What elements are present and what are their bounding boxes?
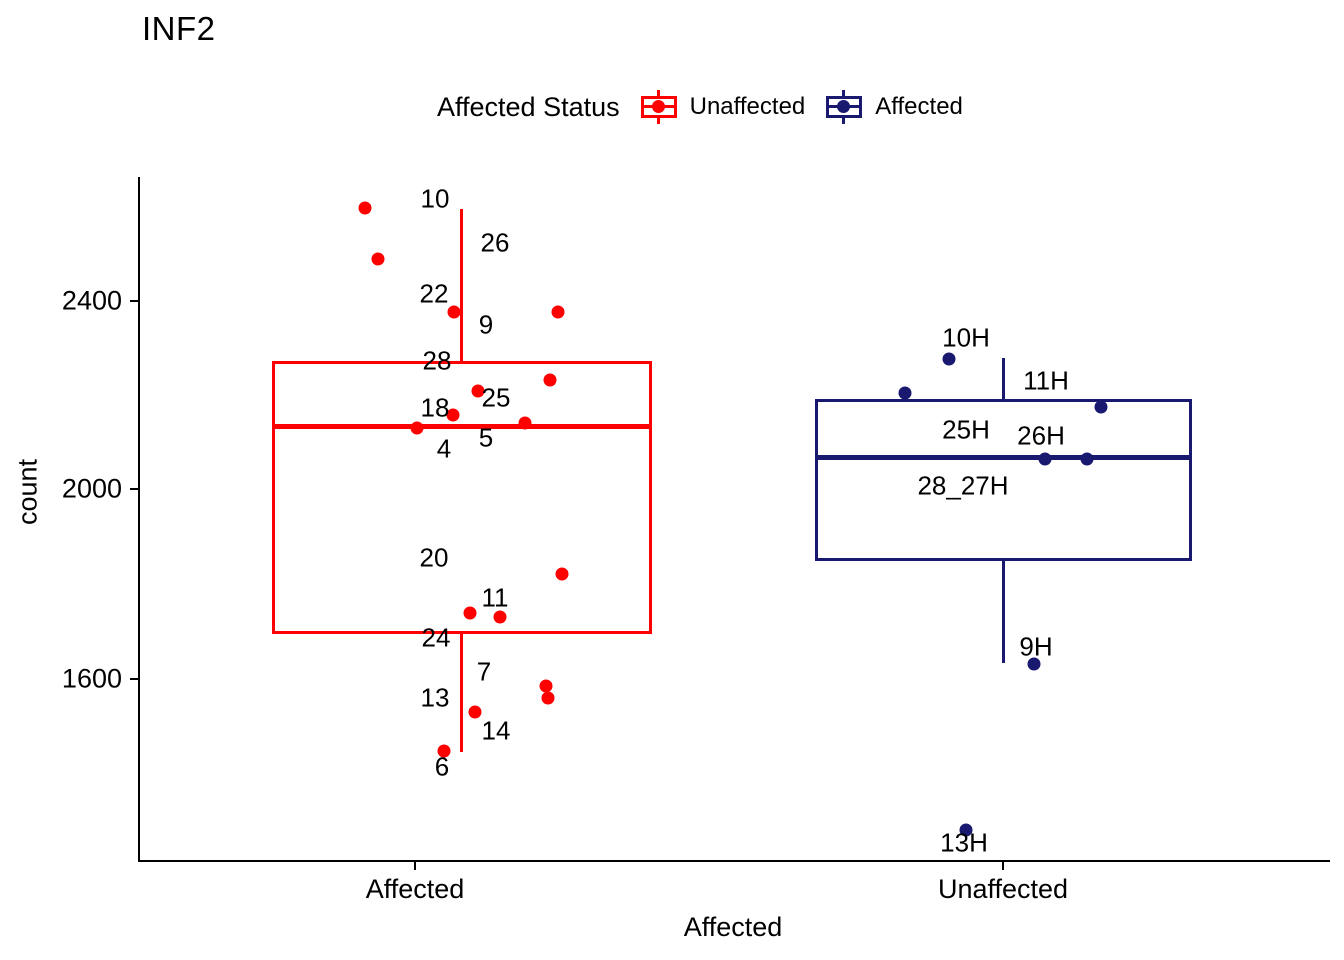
point-label: 24	[421, 622, 451, 653]
x-category-label: Unaffected	[937, 874, 1069, 904]
data-point	[942, 352, 956, 366]
data-point	[518, 416, 532, 430]
data-point	[959, 823, 973, 837]
y-tick-mark	[130, 678, 138, 680]
point-label: 4	[436, 433, 452, 464]
key-dot	[837, 100, 851, 113]
data-point	[1027, 657, 1041, 671]
point-label: 5	[478, 422, 494, 453]
y-axis-line	[138, 177, 140, 861]
boxplot-key-icon	[640, 90, 677, 124]
x-tick-mark	[414, 862, 416, 870]
point-label: 28	[422, 345, 452, 376]
data-point	[1094, 400, 1108, 414]
data-point	[446, 408, 460, 422]
data-point	[1038, 452, 1052, 466]
y-tick-mark	[130, 300, 138, 302]
point-label: 11H	[1023, 365, 1069, 396]
whisker-upper	[1002, 358, 1005, 399]
point-label: 9	[478, 309, 494, 340]
point-label: 14	[481, 715, 511, 746]
whisker-upper	[460, 209, 463, 361]
point-label: 6	[434, 751, 450, 782]
data-point	[1080, 452, 1094, 466]
data-point	[410, 421, 424, 435]
x-axis-title: Affected	[683, 912, 783, 942]
point-label: 28_27H	[917, 470, 1009, 501]
point-label: 11	[481, 582, 509, 613]
point-label: 26	[480, 227, 510, 258]
box-rect	[815, 399, 1192, 561]
data-point	[463, 606, 477, 620]
point-label: 13H	[940, 827, 988, 858]
point-label: 26H	[1017, 420, 1065, 451]
y-tick-label: 1600	[61, 663, 122, 694]
x-category-label: Affected	[365, 874, 465, 904]
y-tick-label: 2400	[61, 285, 122, 316]
data-point	[541, 691, 555, 705]
y-tick-mark	[130, 488, 138, 490]
data-point	[555, 567, 569, 581]
point-label: 10H	[942, 322, 990, 353]
legend: Affected Status Unaffected Affected	[437, 88, 963, 126]
data-point	[543, 373, 557, 387]
legend-item-label: Unaffected	[689, 93, 806, 120]
point-label: 18	[420, 392, 450, 423]
data-point	[471, 384, 485, 398]
whisker-lower	[460, 634, 463, 752]
data-point	[437, 744, 451, 758]
whisker-lower	[1002, 561, 1005, 663]
point-label: 10	[420, 183, 450, 214]
median-line	[272, 424, 652, 429]
data-point	[447, 305, 461, 319]
legend-title: Affected Status	[437, 91, 620, 122]
data-point	[358, 201, 372, 215]
x-axis-line	[138, 860, 1330, 862]
data-point	[551, 305, 565, 319]
data-point	[898, 386, 912, 400]
median-line	[815, 455, 1192, 460]
y-tick-label: 2000	[61, 473, 122, 504]
point-label: 25H	[942, 414, 990, 445]
point-label: 20	[419, 542, 449, 573]
point-label: 22	[419, 278, 449, 309]
data-point	[371, 252, 385, 266]
chart-title: INF2	[142, 10, 216, 47]
point-label: 25	[481, 382, 511, 413]
boxplot-key-icon	[826, 90, 863, 124]
legend-item: Unaffected	[640, 90, 806, 124]
point-label: 7	[476, 656, 492, 687]
point-label: 13	[420, 682, 450, 713]
legend-item-label: Affected	[875, 93, 963, 120]
data-point	[468, 705, 482, 719]
data-point	[493, 610, 507, 624]
key-dot	[651, 100, 665, 113]
box-rect	[272, 361, 652, 634]
point-label: 9H	[1019, 631, 1053, 662]
data-point	[539, 679, 553, 693]
legend-item: Affected	[826, 90, 963, 124]
x-tick-mark	[1002, 862, 1004, 870]
